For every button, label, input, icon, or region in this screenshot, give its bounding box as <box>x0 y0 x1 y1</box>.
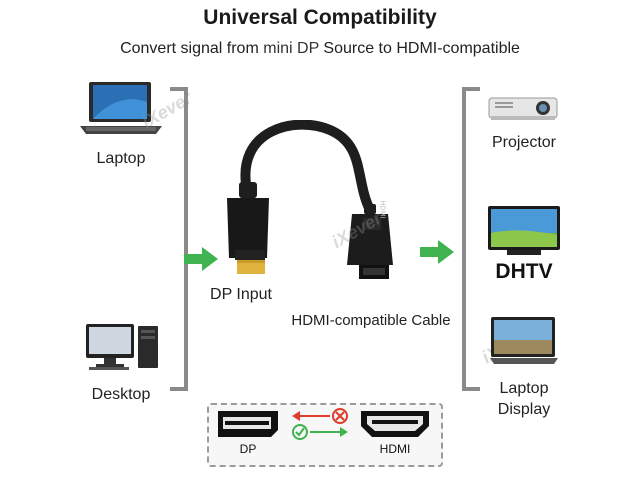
subtitle-prefix: Convert signal from <box>120 40 264 57</box>
laptop-display-label-line2: Display <box>497 401 551 418</box>
input-arrow-icon <box>184 247 218 271</box>
output-bracket <box>462 87 480 391</box>
cable-label: HDMI-compatible Cable <box>291 312 451 329</box>
projector-icon <box>488 97 558 120</box>
subtitle-suffix: Source to HDMI-compatible <box>318 40 520 57</box>
direction-dp-label: DP <box>239 442 257 456</box>
laptop-icon <box>80 82 162 134</box>
dp-port-icon <box>218 411 278 437</box>
source-laptop-label: Laptop <box>96 150 146 167</box>
output-arrow-icon <box>420 240 454 264</box>
output-laptop-display-label: Laptop Display <box>474 378 574 420</box>
laptop-display-label-line1: Laptop <box>499 380 549 397</box>
tv-icon <box>488 206 560 255</box>
dp-to-hdmi-cable <box>227 120 393 279</box>
source-desktop-label: Desktop <box>91 386 151 403</box>
output-projector-label: Projector <box>491 134 557 151</box>
direction-arrows <box>292 408 348 440</box>
page-title: Universal Compatibility <box>203 6 437 29</box>
page-subtitle: Convert signal from mini DP Source to HD… <box>0 40 640 58</box>
output-dhtv-label: DHTV <box>495 260 553 283</box>
desktop-icon <box>86 324 158 370</box>
dp-input-label: DP Input <box>210 286 272 303</box>
laptop-display-icon <box>490 317 558 364</box>
direction-hdmi-label: HDMI <box>379 442 411 456</box>
hdmi-port-icon <box>361 411 429 437</box>
source-bracket <box>170 87 188 391</box>
subtitle-highlight: mini DP <box>263 40 319 57</box>
